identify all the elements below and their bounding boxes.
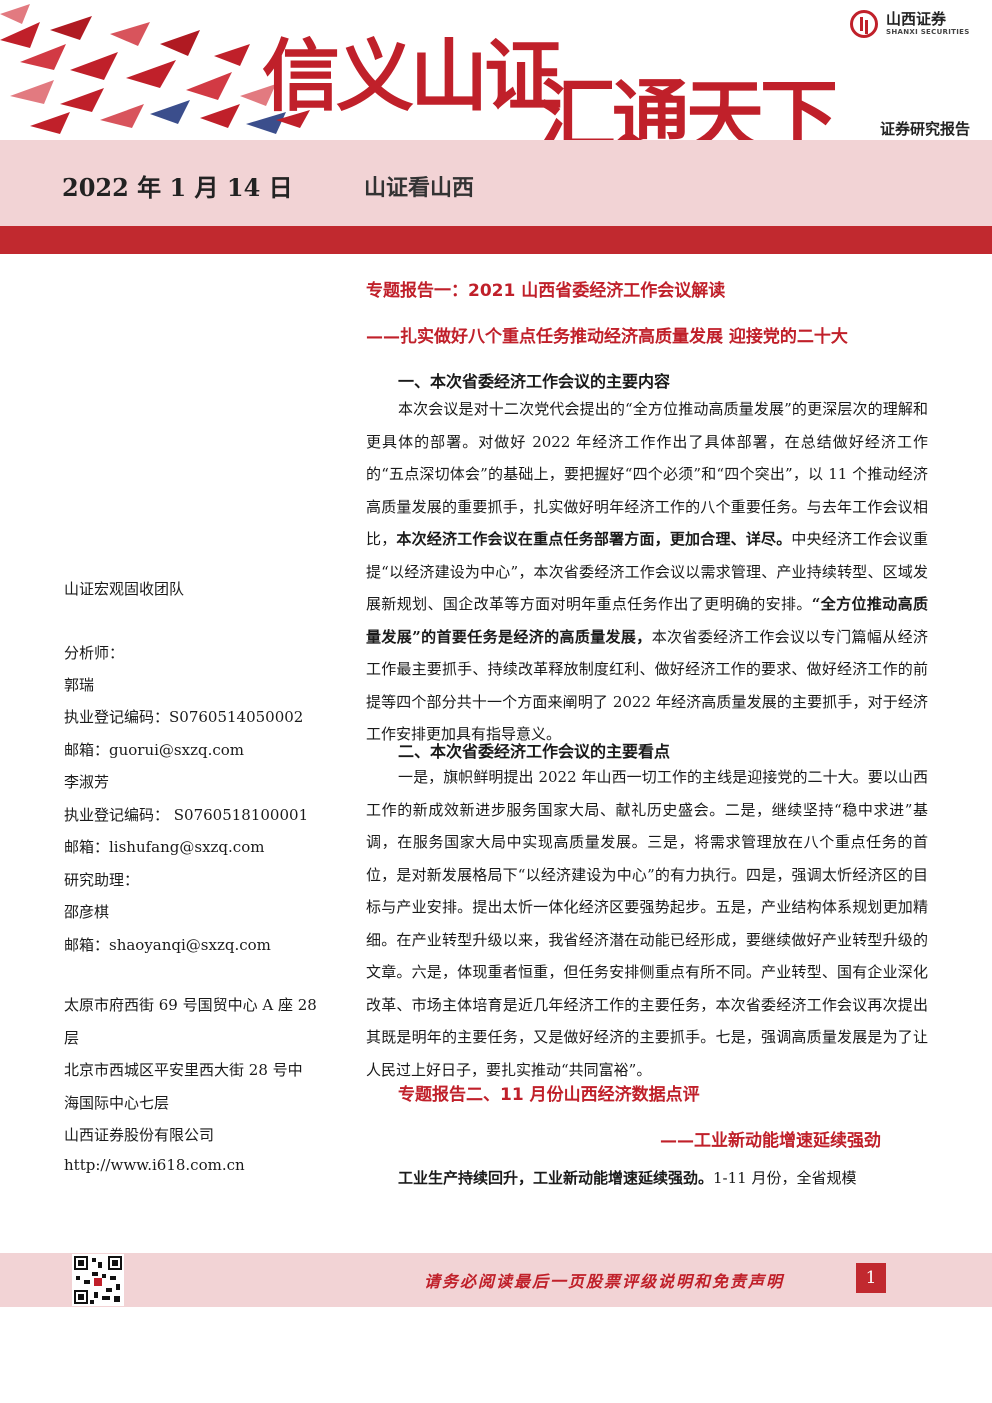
- address-beijing: 北京市西城区平安里西大街 28 号中: [64, 1061, 303, 1079]
- section-3-body: 工业生产持续回升，工业新动能增速延续强劲。1-11 月份，全省规模: [366, 1162, 928, 1195]
- analyst-1-email[interactable]: 邮箱：guorui@sxzq.com: [64, 741, 245, 759]
- report-date: 2022 年 1 月 14 日: [62, 173, 293, 202]
- section-2-heading: 二、本次省委经济工作会议的主要看点: [398, 742, 671, 761]
- assistant-name: 邵彦棋: [64, 903, 110, 921]
- website-link[interactable]: http://www.i618.com.cn: [64, 1156, 245, 1174]
- section-3-bold: 工业生产持续回升，工业新动能增速延续强劲。: [398, 1169, 714, 1187]
- brand-logo: 山西证券 SHANXI SECURITIES: [850, 8, 970, 42]
- analyst-2-name: 李淑芳: [64, 773, 110, 791]
- header-banner: 信义山证 汇通天下 山西证券 SHANXI SECURITIES 证券研究报告: [0, 0, 992, 140]
- company-name: 山西证券股份有限公司: [64, 1126, 215, 1144]
- logo-cn-name: 山西证券: [886, 10, 947, 28]
- analyst-label: 分析师：: [64, 644, 125, 662]
- section-1-bold-a: 本次经济工作会议在重点任务部署方面，更加合理、详尽。: [396, 530, 792, 548]
- assistant-email[interactable]: 邮箱：shaoyanqi@sxzq.com: [64, 936, 271, 954]
- address-taiyuan-cont: 层: [64, 1029, 80, 1047]
- section-1-text-b: 中央经济工作会议重提“以经济建设为中心”，本次省委经济工作会议以需求管理、产业持…: [366, 530, 928, 613]
- logo-en-name: SHANXI SECURITIES: [886, 28, 970, 36]
- report-type-label: 证券研究报告: [879, 120, 970, 138]
- report-subtitle-2: ——工业新动能增速延续强劲: [660, 1131, 881, 1151]
- footer-band: [0, 1253, 992, 1307]
- date-band: [0, 140, 992, 226]
- report-title-1: 专题报告一：2021 山西省委经济工作会议解读: [366, 281, 726, 301]
- section-1-bold-b: “全方位推动高质量发展”的首要任务是经济的高质量发展，: [366, 595, 928, 646]
- report-subtitle-1: ——扎实做好八个重点任务推动经济高质量发展 迎接党的二十大: [366, 327, 848, 347]
- divider-bar: [0, 226, 992, 254]
- disclaimer-notice: 请务必阅读最后一页股票评级说明和免责声明: [424, 1272, 785, 1291]
- address-taiyuan: 太原市府西街 69 号国贸中心 A 座 28: [64, 996, 317, 1014]
- paper-arrows-decoration: [0, 4, 310, 134]
- page-number: 1: [856, 1263, 886, 1293]
- section-1-body: 本次会议是对十二次党代会提出的“全方位推动高质量发展”的更深层次的理解和更具体的…: [366, 393, 928, 751]
- section-3-text: 1-11 月份，全省规模: [713, 1169, 857, 1187]
- section-1-text-c: 本次省委经济工作会议以专门篇幅从经济工作最主要抓手、持续改革释放制度红利、做好经…: [366, 627, 928, 744]
- address-beijing-cont: 海国际中心七层: [64, 1094, 170, 1112]
- analyst-1-reg: 执业登记编码：S0760514050002: [64, 708, 304, 726]
- section-2-body: 一是，旗帜鲜明提出 2022 年山西一切工作的主线是迎接党的二十大。要以山西工作…: [366, 768, 928, 1079]
- report-title-2: 专题报告二、11 月份山西经济数据点评: [398, 1085, 700, 1105]
- company-logo-icon: [850, 10, 878, 38]
- team-name: 山证宏观固收团队: [64, 580, 185, 598]
- slogan-part-1: 信义山证: [262, 32, 562, 122]
- assistant-label: 研究助理：: [64, 871, 140, 889]
- section-1-text-a: 本次会议是对十二次党代会提出的“全方位推动高质量发展”的更深层次的理解和更具体的…: [366, 400, 928, 548]
- slogan-part-2: 汇通天下: [538, 72, 838, 140]
- analyst-2-reg: 执业登记编码： S0760518100001: [64, 806, 309, 824]
- section-1-heading: 一、本次省委经济工作会议的主要内容: [398, 372, 671, 391]
- report-series: 山证看山西: [364, 176, 475, 201]
- qr-code-icon: [72, 1254, 124, 1306]
- analyst-2-email[interactable]: 邮箱：lishufang@sxzq.com: [64, 838, 265, 856]
- analyst-1-name: 郭瑞: [64, 676, 95, 694]
